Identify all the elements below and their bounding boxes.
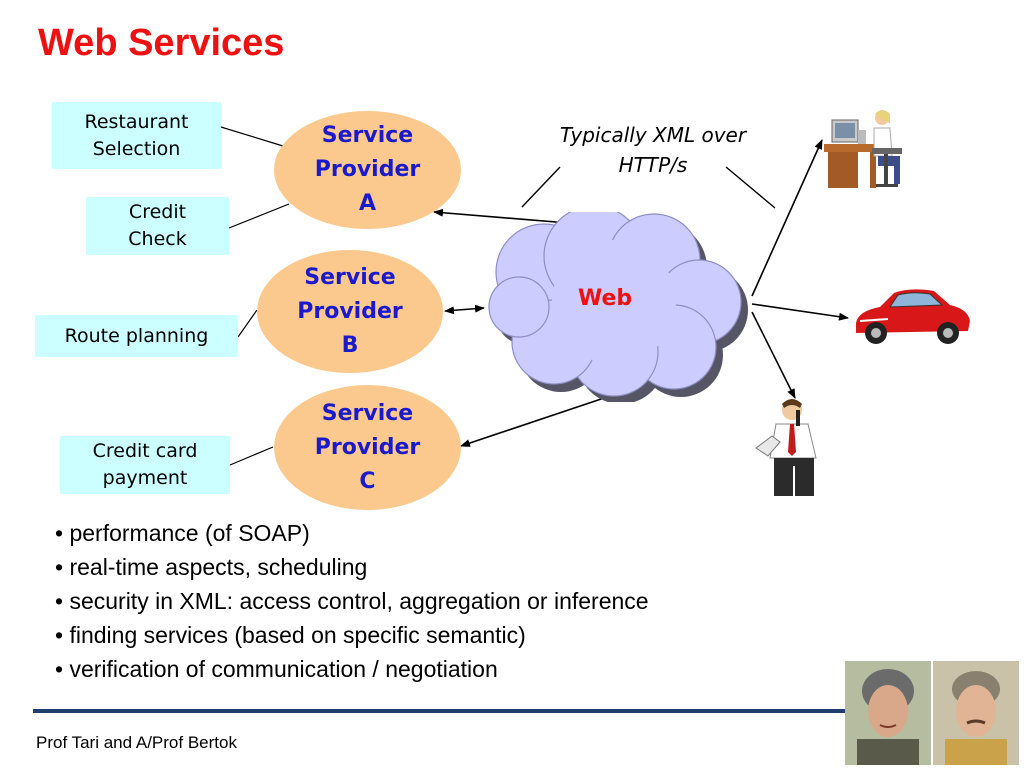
provider-b-line3: B <box>341 332 359 358</box>
provider-b-line2: Provider <box>297 298 403 324</box>
bullet-item: real-time aspects, scheduling <box>55 550 649 584</box>
web-phone-arrow <box>751 311 796 399</box>
route-link-line <box>237 309 258 338</box>
provider-b: Service Provider B <box>257 250 443 373</box>
web-cloud-icon <box>488 212 748 402</box>
service-box-restaurant: Restaurant Selection <box>52 102 221 169</box>
provider-c-line3: C <box>359 468 376 494</box>
service-label-credit-check: Credit Check <box>128 201 187 250</box>
protocol-note-line1: Typically XML over <box>559 123 747 147</box>
protocol-note: Typically XML over HTTP/s <box>528 120 778 180</box>
footer-divider <box>33 709 845 713</box>
provider-b-line1: Service <box>304 264 396 290</box>
bullet-item: security in XML: access control, aggrega… <box>55 584 648 618</box>
provider-c-web-arrow <box>460 392 620 447</box>
car-icon <box>856 289 970 344</box>
service-label-route-planning: Route planning <box>64 324 209 347</box>
service-label-credit-card: Credit card payment <box>92 440 198 489</box>
provider-a: Service Provider A <box>274 111 461 229</box>
provider-c-line1: Service <box>321 400 414 426</box>
person-at-computer-icon <box>824 110 902 188</box>
provider-a-line1: Service <box>321 123 414 148</box>
web-label: Web <box>578 286 633 311</box>
bullet-item: finding services (based on specific sema… <box>55 618 649 652</box>
provider-a-line3: A <box>358 191 377 216</box>
payment-link-line <box>229 446 274 466</box>
protocol-note-line2: HTTP/s <box>618 153 688 177</box>
service-label-restaurant: Restaurant Selection <box>84 110 189 160</box>
provider-a-line2: Provider <box>314 157 421 182</box>
xml-callout-left <box>521 166 561 208</box>
provider-b-web-arrow <box>444 304 485 315</box>
service-box-credit-card: Credit card payment <box>60 436 230 494</box>
bullet-item: performance (of SOAP) <box>55 516 649 550</box>
web-car-arrow <box>751 303 849 321</box>
businessman-on-phone-icon <box>755 399 817 496</box>
bullet-list: performance (of SOAP) real-time aspects,… <box>55 516 649 686</box>
service-box-credit-check: Credit Check <box>86 197 229 255</box>
footer-authors: Prof Tari and A/Prof Bertok <box>36 733 237 752</box>
author-photo-2 <box>933 661 1019 765</box>
xml-callout-right <box>725 166 776 209</box>
slide-title: Web Services <box>38 22 285 64</box>
restaurant-link-line <box>220 126 284 147</box>
web-user-arrow <box>751 139 823 297</box>
author-photo-1 <box>845 661 931 765</box>
provider-c-line2: Provider <box>314 434 421 460</box>
bullet-item: verification of communication / negotiat… <box>55 652 649 686</box>
provider-c: Service Provider C <box>274 385 461 510</box>
service-box-route-planning: Route planning <box>35 315 238 357</box>
credit-check-link-line <box>228 203 290 229</box>
